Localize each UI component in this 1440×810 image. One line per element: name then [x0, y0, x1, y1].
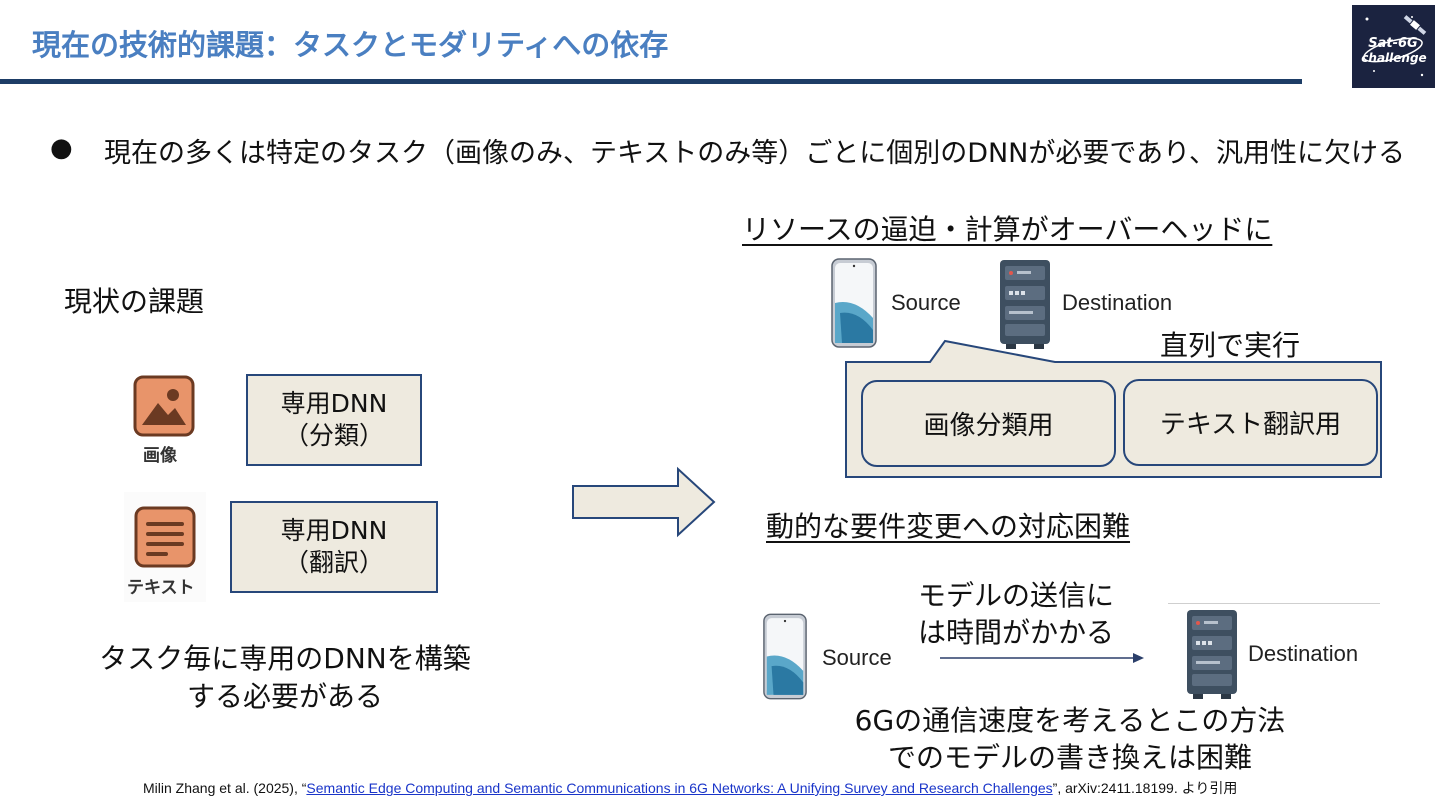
divider-line	[1168, 603, 1380, 604]
transfer-arrow-icon	[940, 650, 1150, 664]
server-icon	[998, 258, 1052, 350]
citation-suffix: ”, arXiv:2411.18199. より引用	[1052, 780, 1238, 796]
logo-text-2: challenge	[1361, 51, 1426, 65]
title-underline	[0, 79, 1302, 84]
transfer-line2: は時間がかかる	[918, 616, 1115, 649]
smartphone-icon-2	[762, 613, 808, 700]
server-icon-2	[1185, 608, 1239, 700]
destination-label-2: Destination	[1248, 641, 1359, 666]
note-line1: 6Gの通信速度を考えるとこの方法	[854, 704, 1286, 737]
box1-line2: （分類）	[283, 421, 384, 450]
summary-line2: する必要がある	[186, 680, 383, 713]
text-document-icon	[124, 492, 206, 602]
source-label-2: Source	[822, 645, 892, 670]
logo-text-1: Sat-6G	[1368, 36, 1418, 51]
right-arrow-icon	[570, 466, 720, 538]
box1-line1: 専用DNN	[280, 389, 388, 418]
image-caption: 画像	[143, 446, 177, 466]
citation-prefix: Milin Zhang et al. (2025), “	[143, 780, 307, 796]
text-translation-pill: テキスト翻訳用	[1123, 379, 1378, 466]
section1-heading: リソースの逼迫・計算がオーバーヘッドに	[742, 213, 1273, 246]
image-classification-pill: 画像分類用	[861, 380, 1116, 467]
citation: Milin Zhang et al. (2025), “Semantic Edg…	[143, 778, 1237, 798]
dedicated-dnn-classification-box: 専用DNN （分類）	[246, 374, 422, 466]
bottom-note: 6Gの通信速度を考えるとこの方法 でのモデルの書き換えは困難	[820, 702, 1320, 776]
source-label-1: Source	[891, 290, 961, 315]
text-caption: テキスト	[127, 578, 195, 598]
bullet-marker: ●	[50, 133, 73, 163]
summary-line1: タスク毎に専用のDNNを構築	[99, 642, 471, 675]
serial-execution-label: 直列で実行	[1160, 329, 1301, 362]
note-line2: でのモデルの書き換えは困難	[887, 741, 1252, 774]
box2-line2: （翻訳）	[283, 548, 384, 577]
sat6g-logo: Sat-6G challenge	[1352, 5, 1435, 88]
left-heading: 現状の課題	[64, 285, 205, 318]
left-summary: タスク毎に専用のDNNを構築 する必要がある	[80, 640, 490, 716]
box2-line1: 専用DNN	[280, 516, 388, 545]
smartphone-icon	[830, 258, 878, 348]
dedicated-dnn-translation-box: 専用DNN （翻訳）	[230, 501, 438, 593]
slide-title: 現在の技術的課題：タスクとモダリティへの依存	[32, 28, 669, 62]
image-icon	[128, 373, 200, 469]
transfer-line1: モデルの送信に	[918, 579, 1115, 612]
transfer-note: モデルの送信に は時間がかかる	[918, 577, 1114, 651]
bullet-text: 現在の多くは特定のタスク（画像のみ、テキストのみ等）ごとに個別のDNNが必要であ…	[104, 138, 1406, 169]
destination-label-1: Destination	[1062, 290, 1173, 315]
section2-heading: 動的な要件変更への対応困難	[766, 510, 1131, 543]
citation-link[interactable]: Semantic Edge Computing and Semantic Com…	[306, 780, 1053, 796]
